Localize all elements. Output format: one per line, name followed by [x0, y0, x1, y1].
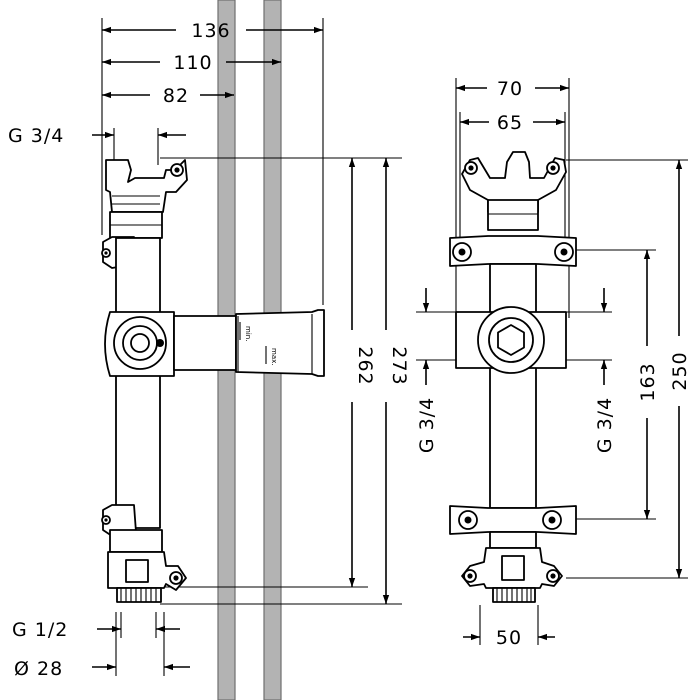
dim-163-label: 163 [637, 362, 659, 401]
dim-110: 110 [102, 52, 281, 74]
dim-110-label: 110 [173, 52, 212, 74]
dim-port-left-label: G 3/4 [416, 397, 438, 453]
front-view: 70 65 G 3/4 G 3/4 163 2 [416, 78, 691, 649]
dim-136-label: 136 [191, 20, 230, 42]
dim-273: 273 [382, 158, 410, 604]
dim-outlet-thread-label: G 1/2 [12, 619, 68, 641]
dim-port-right: G 3/4 [594, 288, 616, 453]
dim-50: 50 [463, 627, 555, 649]
dim-65-label: 65 [497, 112, 523, 134]
dim-port-left: G 3/4 [416, 288, 438, 453]
dim-262: 262 [348, 158, 376, 587]
dim-273-label: 273 [388, 346, 410, 385]
dim-136: 136 [102, 20, 323, 42]
dim-65: 65 [460, 112, 565, 134]
dim-50-label: 50 [496, 627, 522, 649]
dim-163: 163 [637, 250, 659, 519]
dim-250-label: 250 [669, 351, 691, 390]
front-valve-body [449, 151, 577, 603]
label-min: min. [244, 326, 252, 341]
dim-250: 250 [669, 160, 691, 578]
dim-82-label: 82 [163, 85, 189, 107]
dim-outlet-diameter-label: Ø 28 [14, 658, 63, 680]
dim-262-label: 262 [354, 346, 376, 385]
side-view: 136 110 82 G 3/4 262 273 [8, 18, 410, 680]
dim-outlet-diameter: Ø 28 [14, 658, 190, 680]
dim-70: 70 [456, 78, 569, 100]
side-valve-body: min. max. [101, 159, 325, 603]
dim-inlet-g34: G 3/4 [8, 125, 186, 147]
label-max: max. [270, 348, 278, 365]
dim-outlet-g12: G 1/2 [12, 619, 180, 641]
dim-82: 82 [102, 85, 234, 107]
dim-inlet-label: G 3/4 [8, 125, 64, 147]
dim-port-right-label: G 3/4 [594, 397, 616, 453]
dim-70-label: 70 [497, 78, 523, 100]
